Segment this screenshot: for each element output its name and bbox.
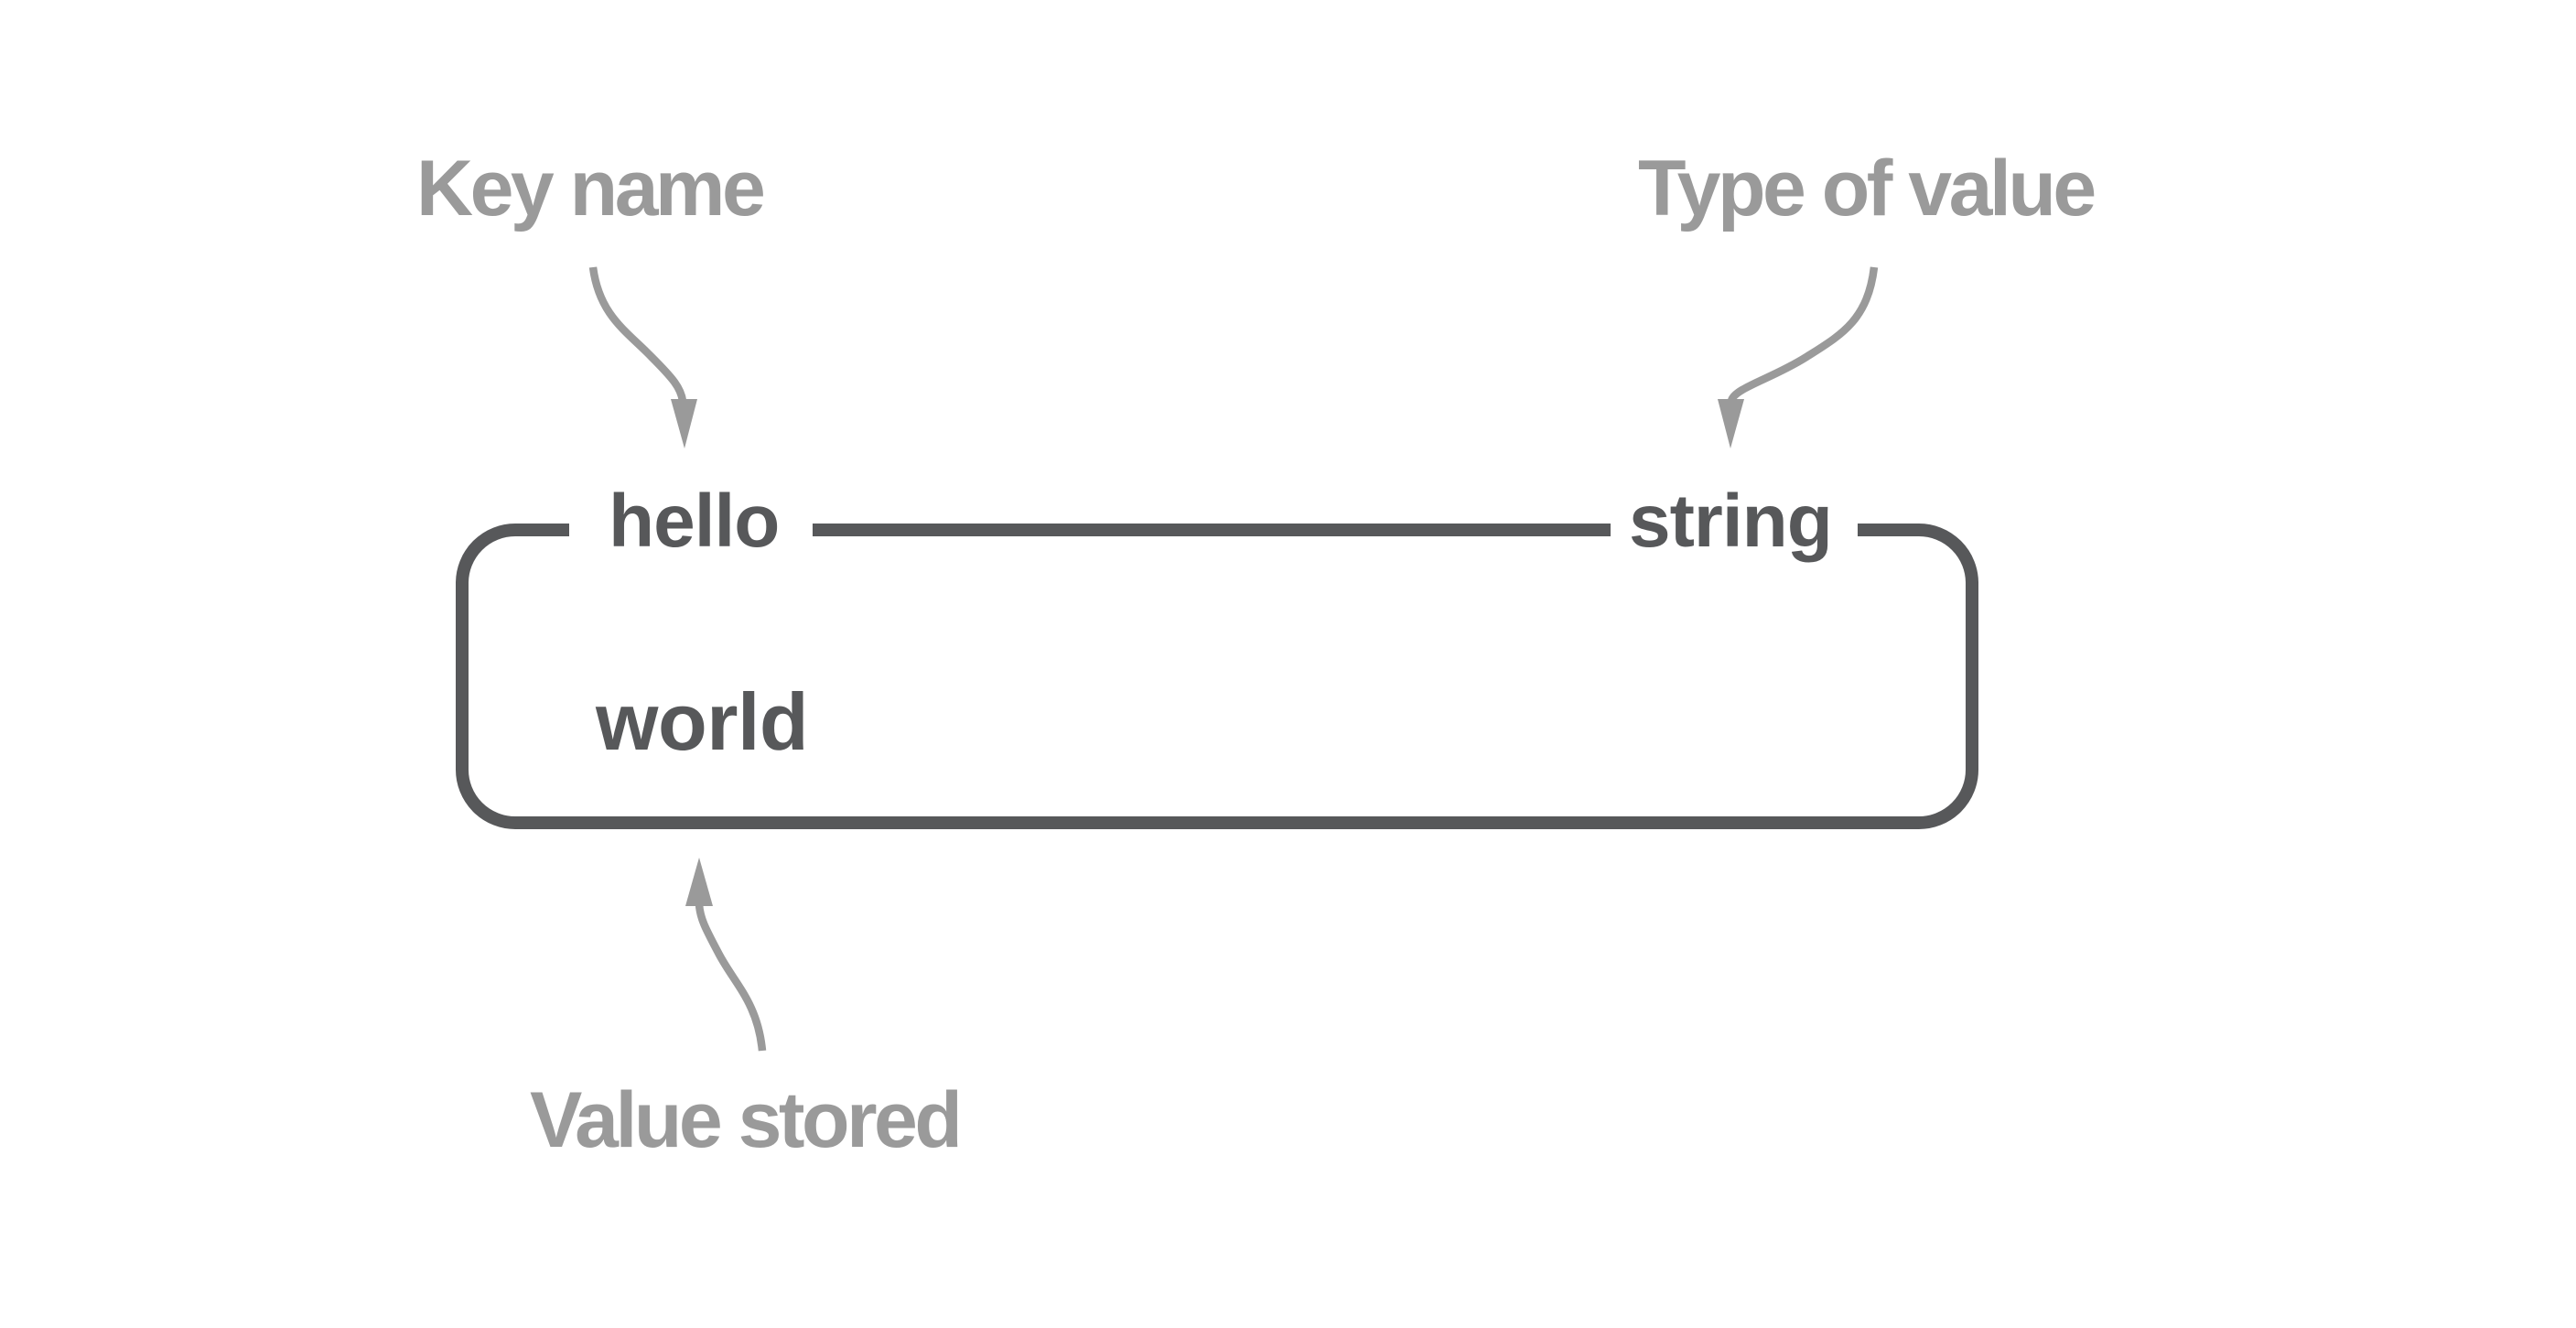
value-text: world <box>595 676 808 767</box>
key-name-label: Key name <box>416 145 763 232</box>
type-of-value-label: Type of value <box>1638 145 2094 232</box>
key-name-arrow-icon <box>588 266 697 448</box>
value-stored-label: Value stored <box>530 1076 959 1164</box>
value-stored-arrow-icon <box>685 858 767 1052</box>
key-text: hello <box>609 480 779 563</box>
value-type-text: string <box>1629 480 1832 563</box>
type-of-value-arrow-icon <box>1718 266 1879 448</box>
kv-box-outline <box>456 524 1978 829</box>
